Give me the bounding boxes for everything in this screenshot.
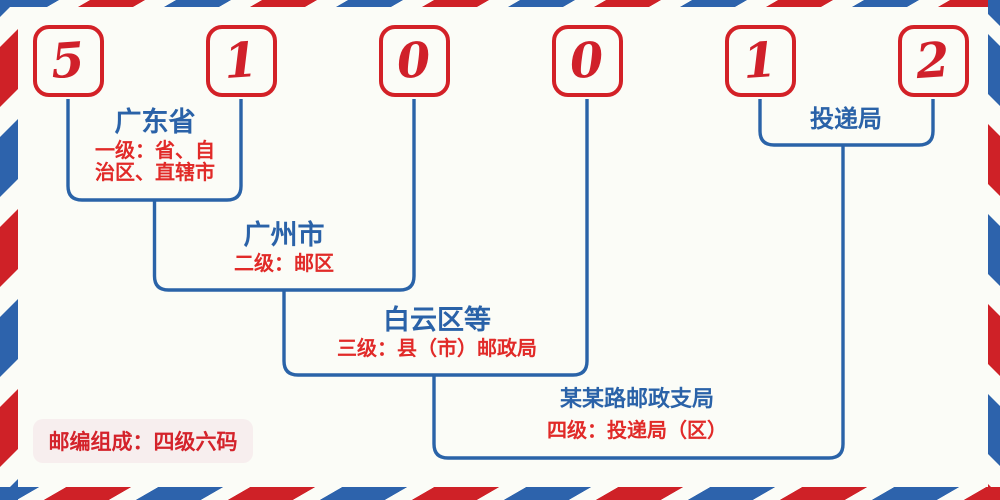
level3-desc: 三级：县（市）邮政局	[337, 338, 537, 361]
digit-box-5: 1	[724, 25, 796, 97]
level2-region-name: 广州市	[243, 220, 325, 251]
digit-box-6: 2	[897, 25, 969, 97]
digit-value-1: 5	[49, 31, 87, 91]
level1-label-group: 广东省 一级：省、自 治区、直辖市	[95, 107, 215, 184]
level4-region-name: 某某路邮政支局	[559, 386, 714, 412]
level3-label-group: 白云区等 三级：县（市）邮政局	[337, 305, 537, 361]
composition-badge-text: 邮编组成：四级六码	[48, 429, 238, 454]
digit-value-3: 0	[395, 31, 433, 91]
delivery-office-name: 投递局	[810, 104, 882, 133]
level4-desc: 四级：投递局（区）	[547, 420, 727, 443]
digit-box-1: 5	[32, 25, 104, 97]
digit-box-4: 0	[551, 25, 623, 97]
airmail-border-top	[0, 0, 1000, 7]
delivery-office-label-group: 投递局	[810, 105, 882, 133]
digit-box-2: 1	[205, 25, 277, 97]
digit-value-4: 0	[568, 31, 606, 91]
level2-label-group: 广州市 二级：邮区	[234, 220, 334, 276]
level1-desc-line1: 一级：省、自	[95, 140, 215, 163]
level4-label-group: 某某路邮政支局 四级：投递局（区）	[547, 386, 727, 443]
airmail-border-left	[0, 0, 18, 500]
level3-region-name: 白云区等	[383, 305, 491, 336]
level1-desc-line2: 治区、直辖市	[95, 161, 215, 184]
digit-value-5: 1	[741, 31, 779, 91]
composition-badge: 邮编组成：四级六码	[33, 419, 253, 463]
level2-desc: 二级：邮区	[234, 253, 334, 276]
digit-value-6: 2	[914, 31, 952, 91]
airmail-border-right	[988, 0, 1000, 500]
level1-region-name: 广东省	[114, 107, 196, 138]
airmail-border-bottom	[0, 487, 1000, 500]
digit-value-2: 1	[222, 31, 260, 91]
digit-box-3: 0	[378, 25, 450, 97]
